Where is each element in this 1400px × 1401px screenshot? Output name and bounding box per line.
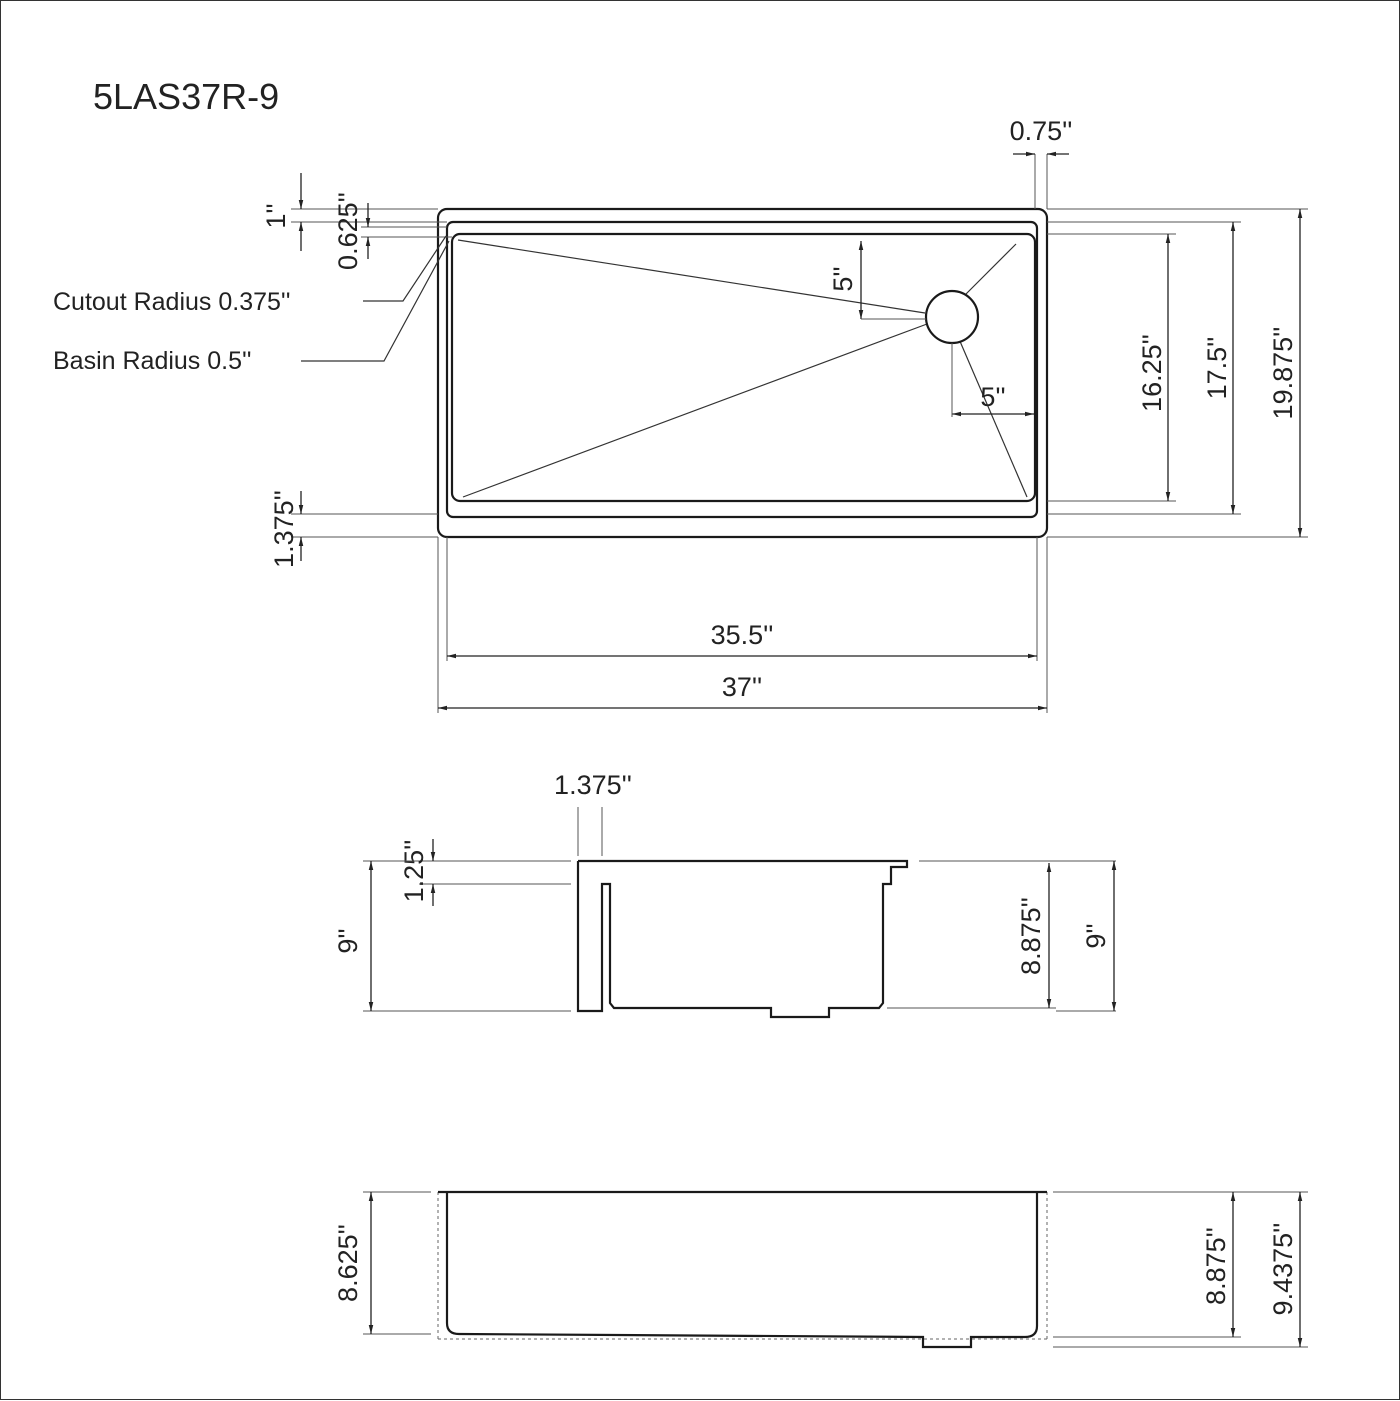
dim-side-basin-depth: 8.875'' [1016, 897, 1046, 975]
dim-basin-width: 35.5'' [711, 620, 774, 650]
dim-overall-width: 37'' [722, 672, 762, 702]
slope-line [958, 338, 1028, 498]
leader-line [363, 235, 447, 302]
dim-drain-from-side: 5'' [980, 382, 1005, 412]
slope-line [965, 243, 1017, 295]
side-profile [576, 859, 909, 1019]
front-view: 8.625'' 8.875'' 9.4375'' [333, 1190, 1308, 1349]
dim-side-depth-right: 9'' [1081, 923, 1111, 948]
cutout-radius-note: Cutout Radius 0.375'' [53, 288, 290, 316]
dim-bottom-ledge: 1.375'' [269, 490, 299, 568]
slope-line [462, 323, 928, 498]
dim-flange-top: 1'' [261, 203, 291, 228]
sink-outer-flange [436, 207, 1049, 539]
dim-front-depth-left: 8.625'' [333, 1224, 363, 1302]
drain-circle [924, 289, 980, 345]
leader-line [301, 240, 450, 362]
side-view: 1.375'' 1.25'' 9'' 8.875'' 9'' [333, 770, 1117, 1019]
dim-front-depth-right: 8.875'' [1201, 1227, 1231, 1305]
dim-ledge-top: 0.625'' [333, 192, 363, 270]
dim-cutout-front-back: 17.5'' [1202, 337, 1232, 400]
front-profile [445, 1192, 1039, 1349]
dim-overall-front-back: 19.875'' [1268, 327, 1298, 420]
dim-basin-front-back: 16.25'' [1137, 334, 1167, 412]
basin-outline [450, 232, 1037, 503]
dim-drain-from-back: 5'' [828, 266, 858, 291]
cutout-outline [445, 220, 1039, 519]
dim-front-overall-depth: 9.4375'' [1268, 1223, 1298, 1316]
basin-radius-note: Basin Radius 0.5'' [53, 347, 252, 375]
dim-side-ledge-width: 1.375'' [554, 770, 632, 800]
top-view: 5'' 5'' 0.75'' 1'' 0.625'' Cutout Radius… [53, 116, 1308, 713]
dim-side-ledge-depth: 1.25'' [399, 840, 429, 903]
dim-flange-right: 0.75'' [1010, 116, 1073, 146]
slope-line [457, 239, 926, 314]
dim-side-depth-left: 9'' [333, 928, 363, 953]
model-number: 5LAS37R-9 [93, 76, 279, 117]
